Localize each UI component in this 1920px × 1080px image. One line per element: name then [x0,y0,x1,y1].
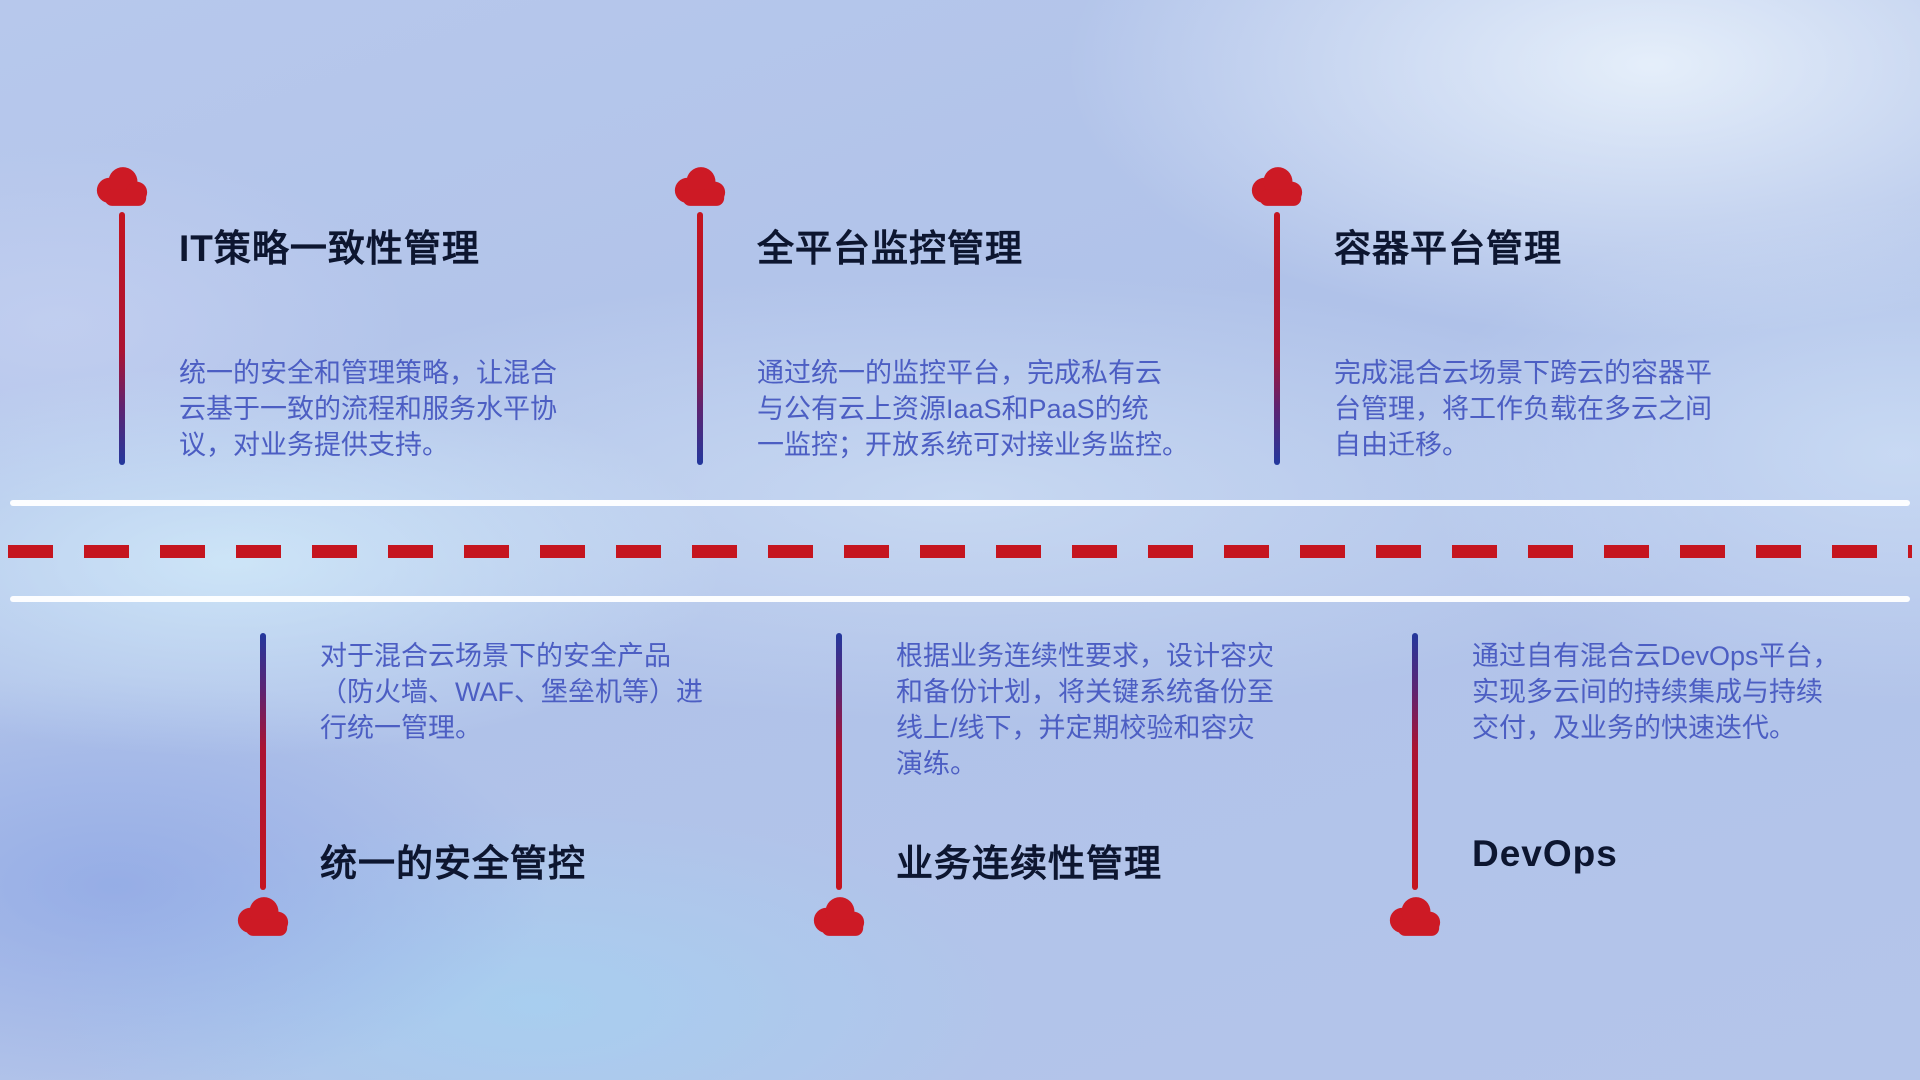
timeline-stem [119,212,125,465]
feature-title: 全平台监控管理 [757,228,1023,269]
feature-title: 业务连续性管理 [896,843,1162,884]
cloud-icon [1251,167,1303,206]
feature-devops: DevOps 通过自有混合云DevOps平台， 实现多云间的持续集成与持续 交付… [1386,630,1906,960]
feature-description: 根据业务连续性要求，设计容灾 和备份计划，将关键系统备份至 线上/线下，并定期校… [896,641,1274,779]
feature-description: 对于混合云场景下的安全产品 （防火墙、WAF、堡垒机等）进 行统一管理。 [320,641,703,743]
cloud-icon [96,167,148,206]
road-dashed-center-line [8,545,1912,558]
feature-description: 通过统一的监控平台，完成私有云 与公有云上资源IaaS和PaaS的统 一监控；开… [757,358,1189,460]
feature-container-platform: 容器平台管理 完成混合云场景下跨云的容器平 台管理，将工作负载在多云之间 自由迁… [1248,166,1768,496]
timeline-stem [1274,212,1280,465]
feature-description: 完成混合云场景下跨云的容器平 台管理，将工作负载在多云之间 自由迁移。 [1334,358,1712,460]
timeline-stem [1412,633,1418,890]
feature-it-policy-consistency: IT策略一致性管理 统一的安全和管理策略，让混合 云基于一致的流程和服务水平协 … [93,166,613,496]
cloud-icon [813,897,865,936]
feature-description: 通过自有混合云DevOps平台， 实现多云间的持续集成与持续 交付，及业务的快速… [1472,641,1840,743]
timeline-stem [697,212,703,465]
feature-title: 统一的安全管控 [320,843,586,884]
road-top-line [10,500,1910,506]
timeline-stem [260,633,266,890]
feature-description: 统一的安全和管理策略，让混合 云基于一致的流程和服务水平协 议，对业务提供支持。 [179,358,557,460]
cloud-icon [1389,897,1441,936]
road-bottom-line [10,596,1910,602]
cloud-icon [237,897,289,936]
feature-title: DevOps [1472,833,1618,874]
feature-title: IT策略一致性管理 [179,228,480,269]
feature-full-platform-monitoring: 全平台监控管理 通过统一的监控平台，完成私有云 与公有云上资源IaaS和PaaS… [671,166,1191,496]
feature-business-continuity: 业务连续性管理 根据业务连续性要求，设计容灾 和备份计划，将关键系统备份至 线上… [810,630,1330,960]
cloud-icon [674,167,726,206]
feature-unified-security-control: 统一的安全管控 对于混合云场景下的安全产品 （防火墙、WAF、堡垒机等）进 行统… [234,630,754,960]
timeline-stem [836,633,842,890]
feature-title: 容器平台管理 [1334,228,1562,269]
